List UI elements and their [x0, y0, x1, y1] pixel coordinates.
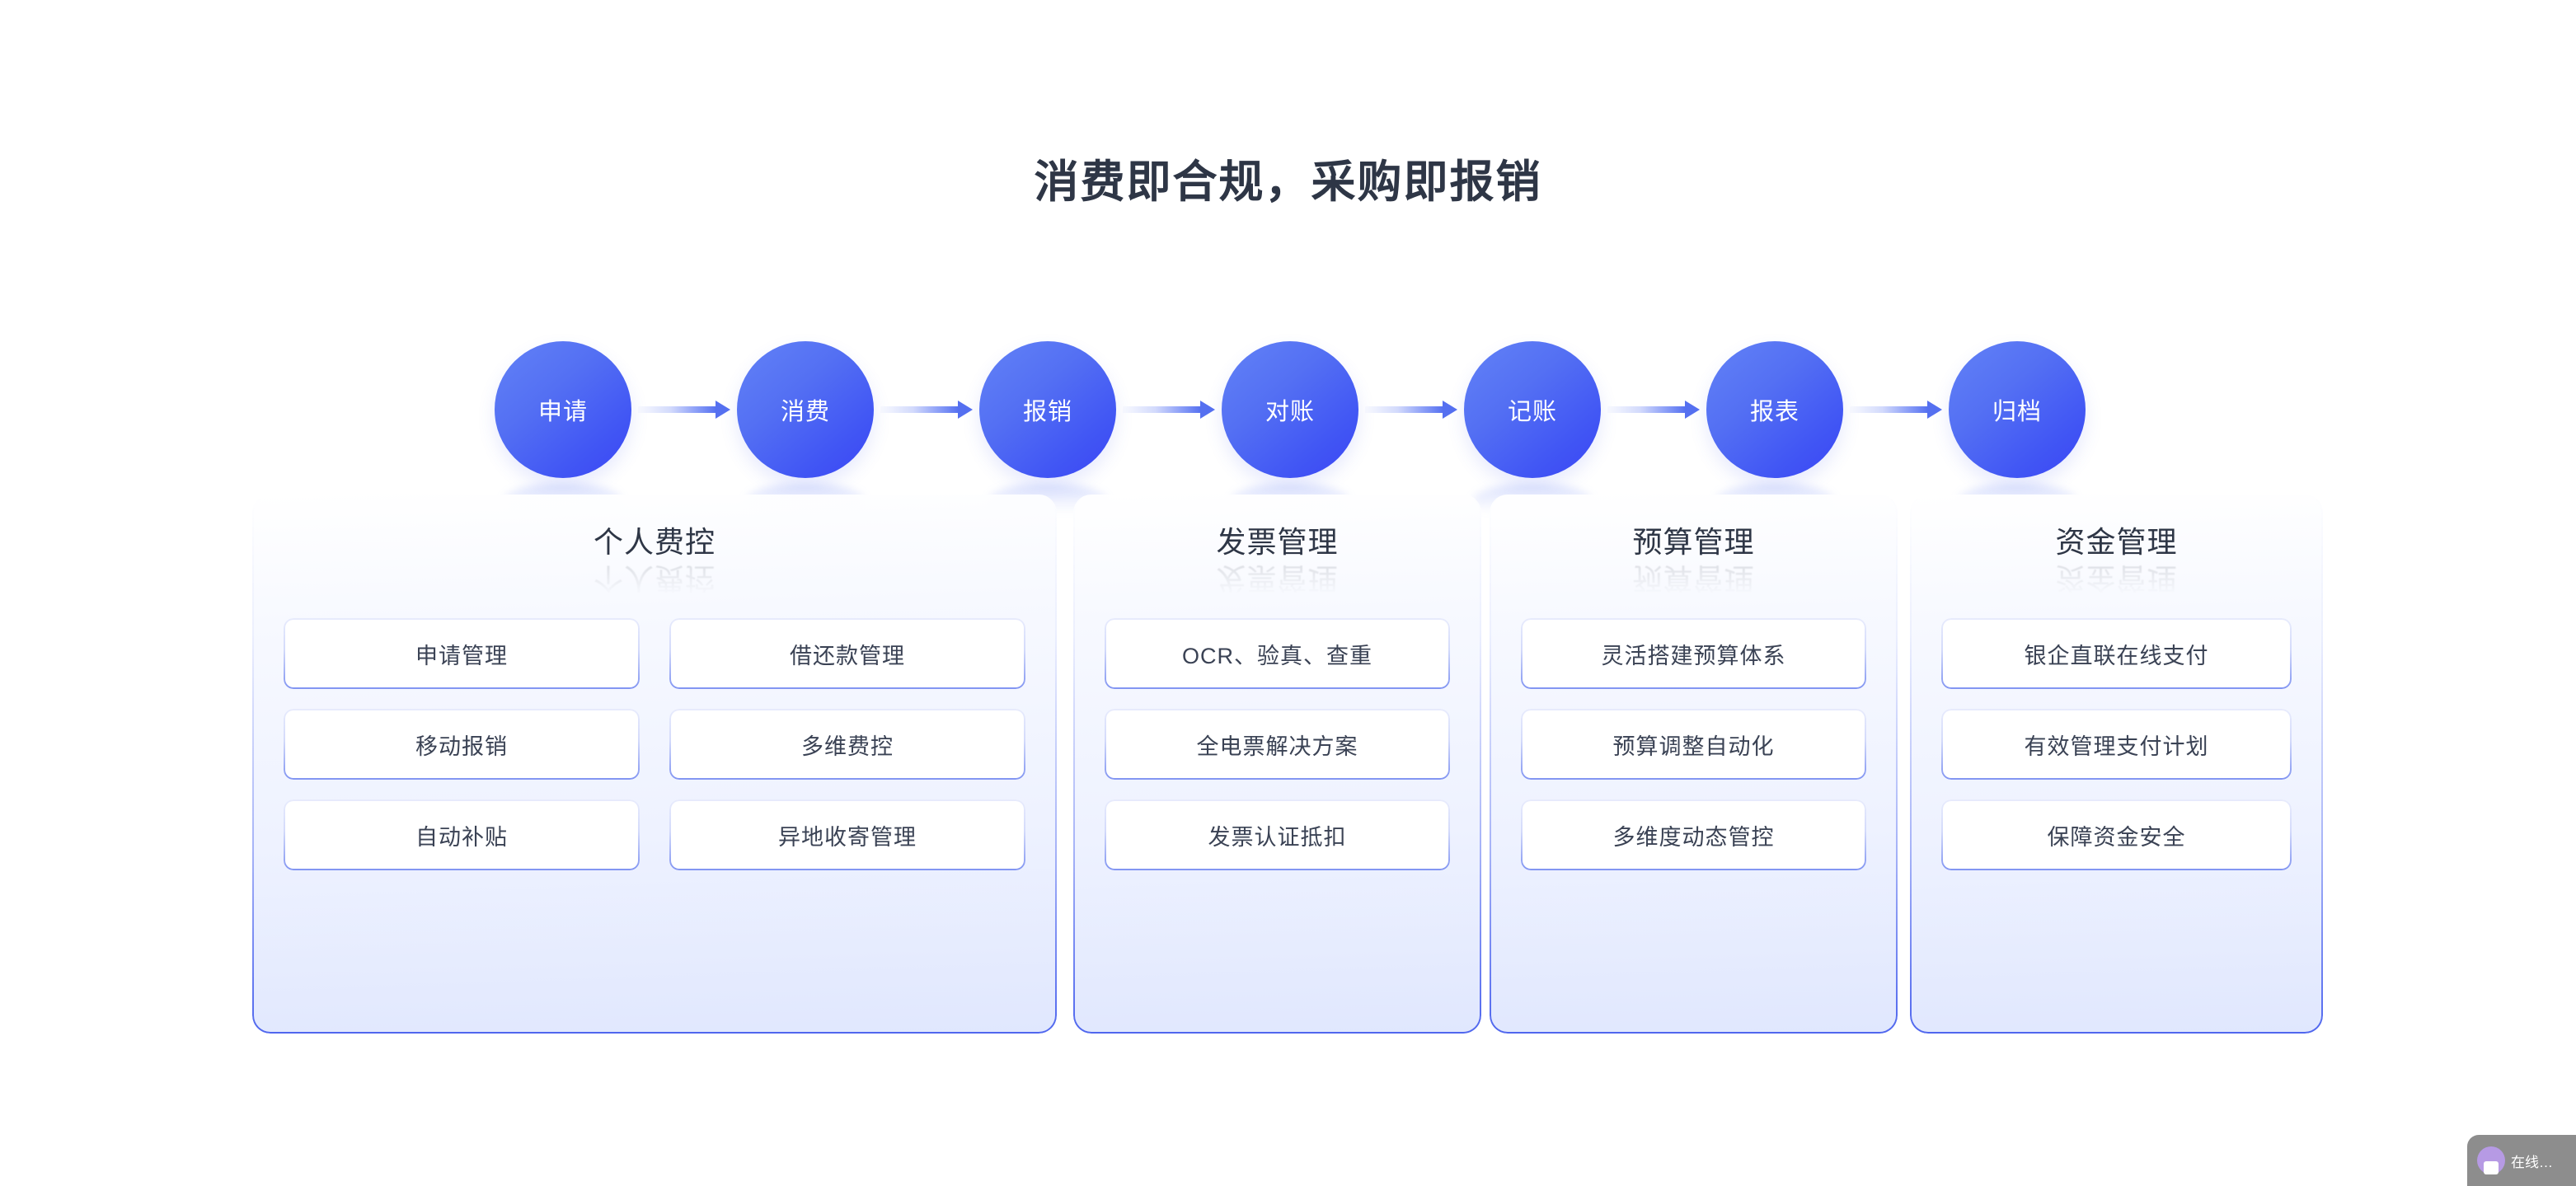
- flow-arrow-icon: [1365, 401, 1457, 419]
- flow-node-reconcile[interactable]: 对账: [1222, 341, 1358, 478]
- panel-budget-management: 预算管理 预算管理 灵活搭建预算体系 预算调整自动化 多维度动态管控: [1490, 495, 1898, 1034]
- panel-card-grid: OCR、验真、查重 全电票解决方案 发票认证抵扣: [1073, 618, 1481, 870]
- flow-node-consume[interactable]: 消费: [737, 341, 874, 478]
- flow-node-report[interactable]: 报表: [1706, 341, 1843, 478]
- arrow-shaft: [1365, 406, 1443, 413]
- panel-title: 发票管理: [1216, 525, 1339, 559]
- flow-arrow-icon: [638, 401, 730, 419]
- feature-card[interactable]: 自动补贴: [284, 799, 640, 870]
- flow-node-archive[interactable]: 归档: [1949, 341, 2086, 478]
- feature-card-label: 灵活搭建预算体系: [1601, 643, 1786, 668]
- feature-card-label: OCR、验真、查重: [1182, 643, 1372, 668]
- arrow-head: [1927, 401, 1942, 419]
- flow-node-reimburse[interactable]: 报销: [979, 341, 1116, 478]
- feature-card[interactable]: OCR、验真、查重: [1105, 618, 1450, 689]
- arrow-shaft: [1123, 406, 1201, 413]
- flow-node-label: 报销: [1022, 399, 1072, 425]
- arrow-head: [1685, 401, 1700, 419]
- feature-card[interactable]: 银企直联在线支付: [1941, 618, 2292, 689]
- flow-node-label: 消费: [780, 399, 830, 425]
- feature-card-label: 预算调整自动化: [1612, 734, 1775, 759]
- feature-card[interactable]: 申请管理: [284, 618, 640, 689]
- arrow-head: [958, 401, 973, 419]
- feature-card-label: 全电票解决方案: [1196, 734, 1358, 759]
- panel-card-grid: 灵活搭建预算体系 预算调整自动化 多维度动态管控: [1490, 618, 1898, 870]
- flow-arrow-icon: [1607, 401, 1700, 419]
- panel-card-grid: 银企直联在线支付 有效管理支付计划 保障资金安全: [1910, 618, 2323, 870]
- feature-card-label: 保障资金安全: [2047, 824, 2186, 850]
- flow-node-label: 对账: [1265, 399, 1315, 425]
- panel-title-reflection: 预算管理: [1632, 561, 1755, 596]
- panel-title-reflection: 资金管理: [2055, 561, 2178, 596]
- feature-card[interactable]: 多维费控: [669, 709, 1025, 780]
- module-panels: 个人费控 个人费控 申请管理 借还款管理 移动报销 多维费控 自动补贴 异地收寄…: [252, 495, 2323, 1034]
- feature-card-label: 多维费控: [801, 734, 894, 759]
- flow-node-bookkeeping[interactable]: 记账: [1464, 341, 1601, 478]
- feature-card[interactable]: 借还款管理: [669, 618, 1025, 689]
- feature-card[interactable]: 灵活搭建预算体系: [1521, 618, 1866, 689]
- arrow-shaft: [638, 406, 716, 413]
- chat-widget[interactable]: 在线…: [2467, 1135, 2576, 1186]
- flow-node-label: 申请: [537, 399, 588, 425]
- flow-arrow-icon: [1850, 401, 1942, 419]
- panel-card-grid: 申请管理 借还款管理 移动报销 多维费控 自动补贴 异地收寄管理: [252, 618, 1057, 870]
- arrow-head: [716, 401, 730, 419]
- flow-node-label: 归档: [1992, 399, 2042, 425]
- feature-card[interactable]: 异地收寄管理: [669, 799, 1025, 870]
- panel-personal-expense-control: 个人费控 个人费控 申请管理 借还款管理 移动报销 多维费控 自动补贴 异地收寄…: [252, 495, 1057, 1034]
- arrow-head: [1200, 401, 1215, 419]
- chat-widget-label: 在线…: [2511, 1154, 2553, 1170]
- arrow-shaft: [880, 406, 959, 413]
- flow-arrow-icon: [880, 401, 973, 419]
- feature-card[interactable]: 移动报销: [284, 709, 640, 780]
- feature-card-label: 移动报销: [415, 734, 508, 759]
- flow-node-label: 报表: [1749, 399, 1799, 425]
- process-flow: 申请 消费 报销 对账 记账 报表 归档: [495, 340, 2086, 480]
- flow-arrow-icon: [1123, 401, 1215, 419]
- chat-avatar-icon: [2477, 1146, 2505, 1174]
- feature-card-label: 多维度动态管控: [1612, 824, 1775, 850]
- panel-title: 个人费控: [593, 525, 716, 559]
- panel-title: 预算管理: [1632, 525, 1755, 559]
- panel-invoice-management: 发票管理 发票管理 OCR、验真、查重 全电票解决方案 发票认证抵扣: [1073, 495, 1481, 1034]
- panel-title-reflection: 发票管理: [1216, 561, 1339, 596]
- feature-card-label: 有效管理支付计划: [2024, 734, 2209, 759]
- feature-card[interactable]: 有效管理支付计划: [1941, 709, 2292, 780]
- feature-card-label: 自动补贴: [415, 824, 508, 850]
- arrow-shaft: [1607, 406, 1686, 413]
- panel-title: 资金管理: [2055, 525, 2178, 559]
- feature-card-label: 借还款管理: [790, 643, 905, 668]
- feature-card-label: 异地收寄管理: [778, 824, 917, 850]
- feature-card-label: 银企直联在线支付: [2024, 643, 2209, 668]
- feature-card[interactable]: 全电票解决方案: [1105, 709, 1450, 780]
- flow-node-apply[interactable]: 申请: [495, 341, 631, 478]
- feature-card-label: 申请管理: [415, 643, 508, 668]
- feature-card[interactable]: 多维度动态管控: [1521, 799, 1866, 870]
- page-title: 消费即合规，采购即报销: [1034, 157, 1542, 208]
- feature-card[interactable]: 预算调整自动化: [1521, 709, 1866, 780]
- flow-node-label: 记账: [1507, 399, 1557, 425]
- feature-card-label: 发票认证抵扣: [1208, 824, 1347, 850]
- feature-card[interactable]: 发票认证抵扣: [1105, 799, 1450, 870]
- feature-card[interactable]: 保障资金安全: [1941, 799, 2292, 870]
- arrow-shaft: [1850, 406, 1928, 413]
- arrow-head: [1443, 401, 1457, 419]
- panel-title-reflection: 个人费控: [593, 561, 716, 596]
- panel-fund-management: 资金管理 资金管理 银企直联在线支付 有效管理支付计划 保障资金安全: [1910, 495, 2323, 1034]
